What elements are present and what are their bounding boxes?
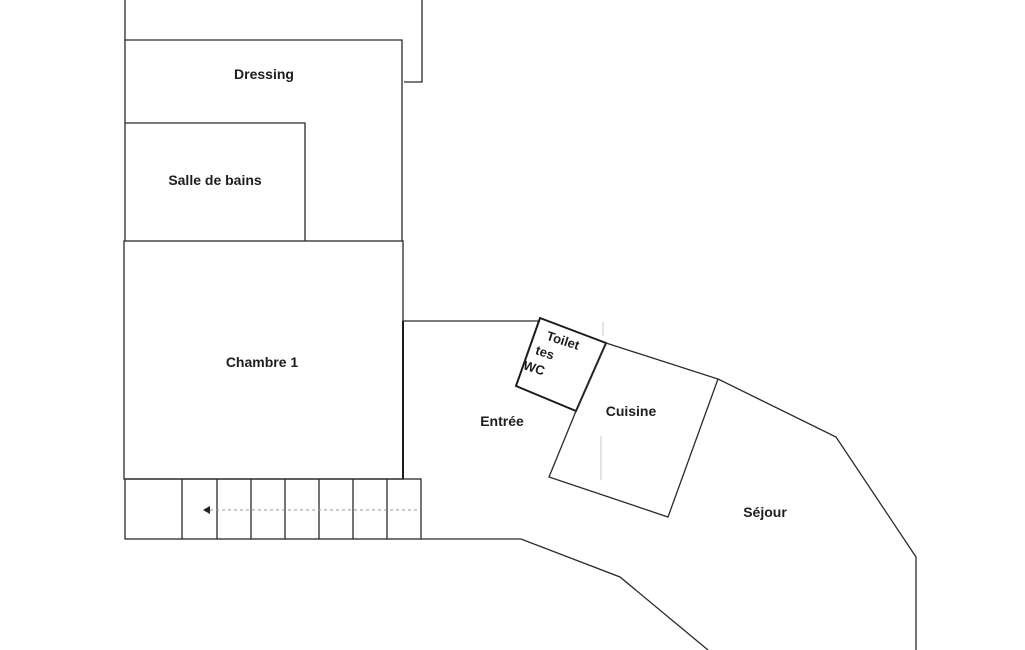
kitchen-label: Cuisine [606,403,657,419]
toilet-label-group: Toilet tes WC [522,328,583,378]
entrance-walls [403,320,709,650]
kitchen [548,342,719,518]
entrance-label: Entrée [480,413,524,429]
bedroom-1-label: Chambre 1 [226,354,299,370]
top-room-walls [124,0,423,83]
living-room-label: Séjour [743,504,787,520]
dressing-label: Dressing [234,66,294,82]
stairs-arrow-icon [203,506,210,514]
dressing-room [124,39,403,241]
stairs [124,478,422,540]
toilet-label-line-2: tes [534,342,557,362]
bathroom [124,122,306,241]
bathroom-label: Salle de bains [168,172,262,188]
toilet-label-line-3: WC [522,357,548,378]
living-room-walls [717,378,917,650]
